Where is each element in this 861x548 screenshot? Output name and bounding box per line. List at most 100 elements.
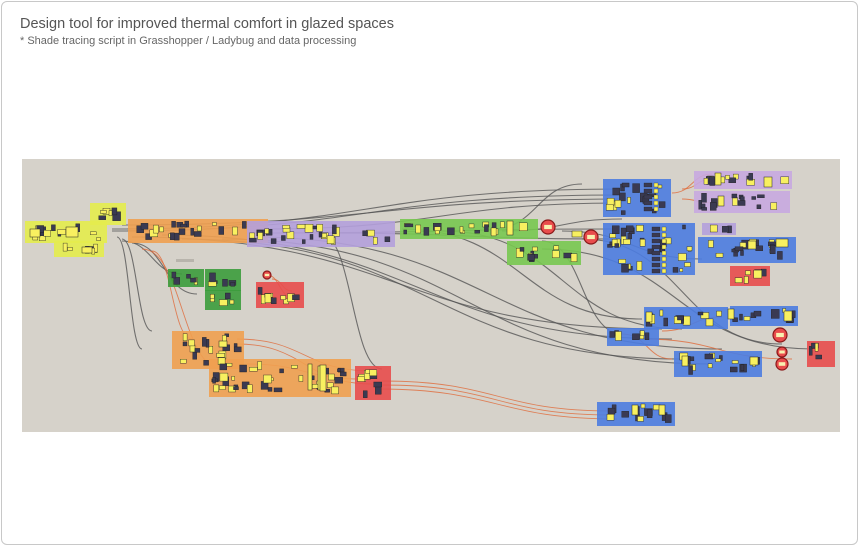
- component-19-11: [770, 245, 776, 255]
- component-12-21: [327, 382, 334, 388]
- page-subtitle: * Shade tracing script in Grasshopper / …: [20, 35, 357, 47]
- big-component-12: [775, 238, 789, 248]
- grey-wire-19: [116, 236, 143, 350]
- component-23-3: [640, 330, 645, 336]
- component-11-0: [182, 341, 188, 347]
- component-12-24: [328, 373, 335, 381]
- component-10-0: [257, 287, 263, 295]
- component-15-8: [678, 253, 687, 261]
- component-14-4: [632, 183, 640, 193]
- component-15-32: [614, 243, 619, 248]
- component-22-7: [792, 310, 796, 318]
- component-3-17: [170, 232, 175, 241]
- component-21-1: [682, 315, 691, 326]
- component-13-3: [365, 369, 370, 374]
- component-15-33: [621, 263, 629, 273]
- big-component-19: [631, 404, 639, 416]
- component-4-21: [332, 224, 337, 235]
- list-item-blue-a-1: [643, 188, 653, 194]
- component-10-8: [271, 297, 277, 305]
- grey-wire-20: [541, 248, 813, 350]
- component-15-29: [686, 246, 693, 251]
- component-10-3: [280, 295, 286, 300]
- toggle-component-face-3: [779, 350, 785, 354]
- component-4-20: [257, 232, 263, 240]
- component-21-3: [697, 311, 704, 316]
- component-25-4: [814, 342, 819, 352]
- component-21-6: [716, 310, 722, 317]
- component-15-28: [672, 267, 679, 273]
- component-1-4: [111, 207, 118, 216]
- component-19-17: [777, 251, 783, 260]
- component-24-14: [688, 365, 693, 375]
- component-23-4: [615, 331, 622, 341]
- component-13-6: [363, 390, 368, 398]
- component-6-11: [519, 247, 525, 252]
- component-24-3: [740, 364, 745, 372]
- component-18-1: [722, 226, 729, 233]
- component-4-24: [296, 224, 306, 229]
- component-6-0: [563, 252, 572, 259]
- component-11-14: [202, 337, 207, 347]
- component-22-1: [771, 309, 780, 319]
- component-19-1: [715, 252, 724, 258]
- component-6-8: [552, 250, 560, 258]
- big-component-11: [747, 240, 757, 250]
- component-9-1: [229, 299, 235, 305]
- big-component-20: [658, 404, 666, 416]
- toggle-component-face-1: [587, 234, 595, 240]
- component-6-2: [570, 253, 578, 262]
- list-item-marker-blue-a-3: [653, 200, 659, 206]
- component-0-1: [90, 231, 97, 236]
- big-component-10: [717, 195, 725, 207]
- component-12-1: [298, 375, 304, 382]
- component-11-13: [182, 333, 188, 341]
- component-4-18: [249, 237, 257, 243]
- component-3-18: [153, 224, 159, 234]
- component-4-2: [304, 223, 314, 233]
- component-24-1: [730, 366, 738, 373]
- big-component-14: [727, 308, 735, 320]
- component-17-3: [732, 197, 738, 206]
- component-9-3: [219, 299, 228, 306]
- component-12-26: [219, 372, 229, 382]
- component-11-17: [217, 357, 226, 365]
- component-12-8: [257, 361, 262, 370]
- list-item-blue-a-0: [643, 182, 653, 188]
- component-17-13: [731, 193, 738, 199]
- list-item-blue-b-1: [651, 232, 661, 238]
- component-6-12: [553, 245, 559, 251]
- component-25-0: [809, 346, 813, 356]
- component-26-8: [607, 407, 616, 415]
- component-14-0: [657, 184, 663, 189]
- component-5-6: [459, 226, 464, 233]
- toggle-component-face-2: [776, 332, 784, 338]
- big-component-16: [681, 355, 689, 367]
- list-item-blue-a-2: [643, 194, 653, 200]
- component-13-7: [373, 381, 382, 388]
- component-4-0: [281, 235, 286, 241]
- component-14-9: [614, 200, 622, 208]
- list-item-marker-blue-b-5: [661, 256, 667, 262]
- big-component-15: [783, 310, 793, 322]
- component-24-4: [715, 358, 721, 363]
- component-12-35: [246, 384, 253, 393]
- component-3-21: [190, 227, 194, 236]
- component-11-19: [194, 348, 201, 353]
- component-3-9: [193, 231, 202, 237]
- component-3-8: [218, 226, 225, 235]
- toggle-component-face-0: [544, 224, 552, 230]
- component-4-22: [282, 225, 290, 229]
- component-11-16: [216, 352, 225, 358]
- component-17-11: [737, 200, 746, 206]
- list-item-blue-b-5: [651, 256, 661, 262]
- component-26-2: [640, 403, 646, 409]
- component-20-5: [744, 276, 749, 284]
- component-16-11: [780, 176, 789, 184]
- component-22-5: [739, 313, 743, 321]
- component-7-3: [171, 271, 177, 279]
- component-8-4: [209, 272, 216, 283]
- list-item-blue-b-0: [651, 226, 661, 232]
- component-5-19: [474, 229, 480, 234]
- component-15-21: [636, 261, 643, 271]
